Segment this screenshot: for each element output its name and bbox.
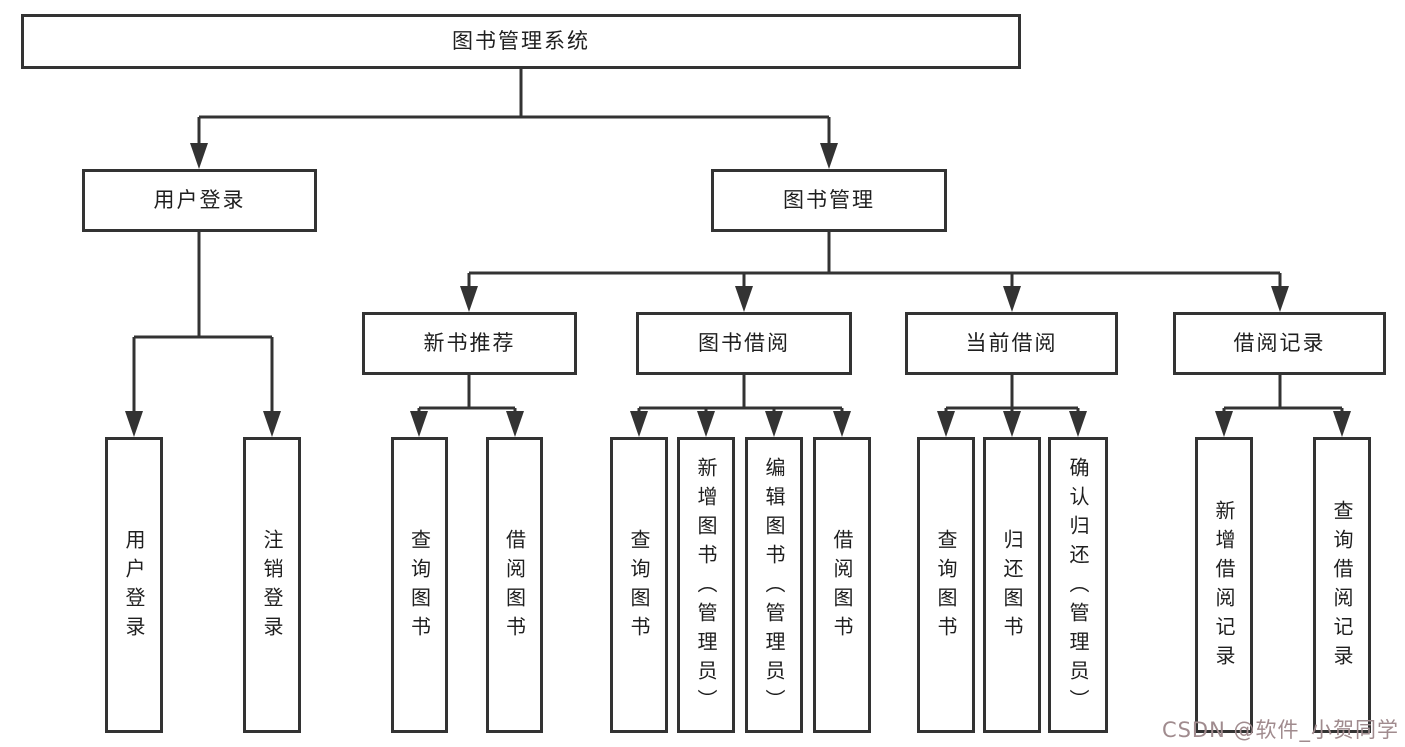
arrowhead-down-icon bbox=[1069, 411, 1087, 437]
node-book-borrow: 图书借阅 bbox=[636, 312, 852, 375]
csdn-watermark: CSDN @软件_小贺同学 bbox=[1161, 718, 1399, 742]
arrowhead-down-icon bbox=[820, 143, 838, 169]
leaf-query-books-3: 查询图书 bbox=[917, 437, 975, 733]
leaf-user-login: 用户登录 bbox=[105, 437, 163, 733]
arrowhead-down-icon bbox=[1333, 411, 1351, 437]
node-new-book-recommend: 新书推荐 bbox=[362, 312, 577, 375]
arrowhead-down-icon bbox=[697, 411, 715, 437]
node-user-login: 用户登录 bbox=[82, 169, 317, 232]
arrowhead-down-icon bbox=[125, 411, 143, 437]
leaf-return-books: 归还图书 bbox=[983, 437, 1041, 733]
arrowhead-down-icon bbox=[1215, 411, 1233, 437]
arrowhead-down-icon bbox=[263, 411, 281, 437]
arrowhead-down-icon bbox=[735, 286, 753, 312]
arrowhead-down-icon bbox=[410, 411, 428, 437]
arrowhead-down-icon bbox=[460, 286, 478, 312]
arrowhead-down-icon bbox=[1003, 411, 1021, 437]
arrowhead-down-icon bbox=[1003, 286, 1021, 312]
leaf-edit-books-admin: 编辑图书（管理员） bbox=[745, 437, 803, 733]
leaf-add-books-admin: 新增图书（管理员） bbox=[677, 437, 735, 733]
arrowhead-down-icon bbox=[1271, 286, 1289, 312]
leaf-add-borrow-record: 新增借阅记录 bbox=[1195, 437, 1253, 733]
arrowhead-down-icon bbox=[765, 411, 783, 437]
leaf-query-books-2: 查询图书 bbox=[610, 437, 668, 733]
leaf-logout: 注销登录 bbox=[243, 437, 301, 733]
node-current-borrow: 当前借阅 bbox=[905, 312, 1118, 375]
arrowhead-down-icon bbox=[630, 411, 648, 437]
leaf-confirm-return-admin: 确认归还（管理员） bbox=[1048, 437, 1108, 733]
leaf-borrow-books-2: 借阅图书 bbox=[813, 437, 871, 733]
node-borrow-record: 借阅记录 bbox=[1173, 312, 1386, 375]
arrowhead-down-icon bbox=[833, 411, 851, 437]
node-root-library-system: 图书管理系统 bbox=[21, 14, 1021, 69]
arrowhead-down-icon bbox=[937, 411, 955, 437]
leaf-query-books-1: 查询图书 bbox=[391, 437, 448, 733]
node-book-management: 图书管理 bbox=[711, 169, 947, 232]
leaf-query-borrow-record: 查询借阅记录 bbox=[1313, 437, 1371, 733]
arrowhead-down-icon bbox=[190, 143, 208, 169]
leaf-borrow-books-1: 借阅图书 bbox=[486, 437, 543, 733]
arrowhead-down-icon bbox=[506, 411, 524, 437]
